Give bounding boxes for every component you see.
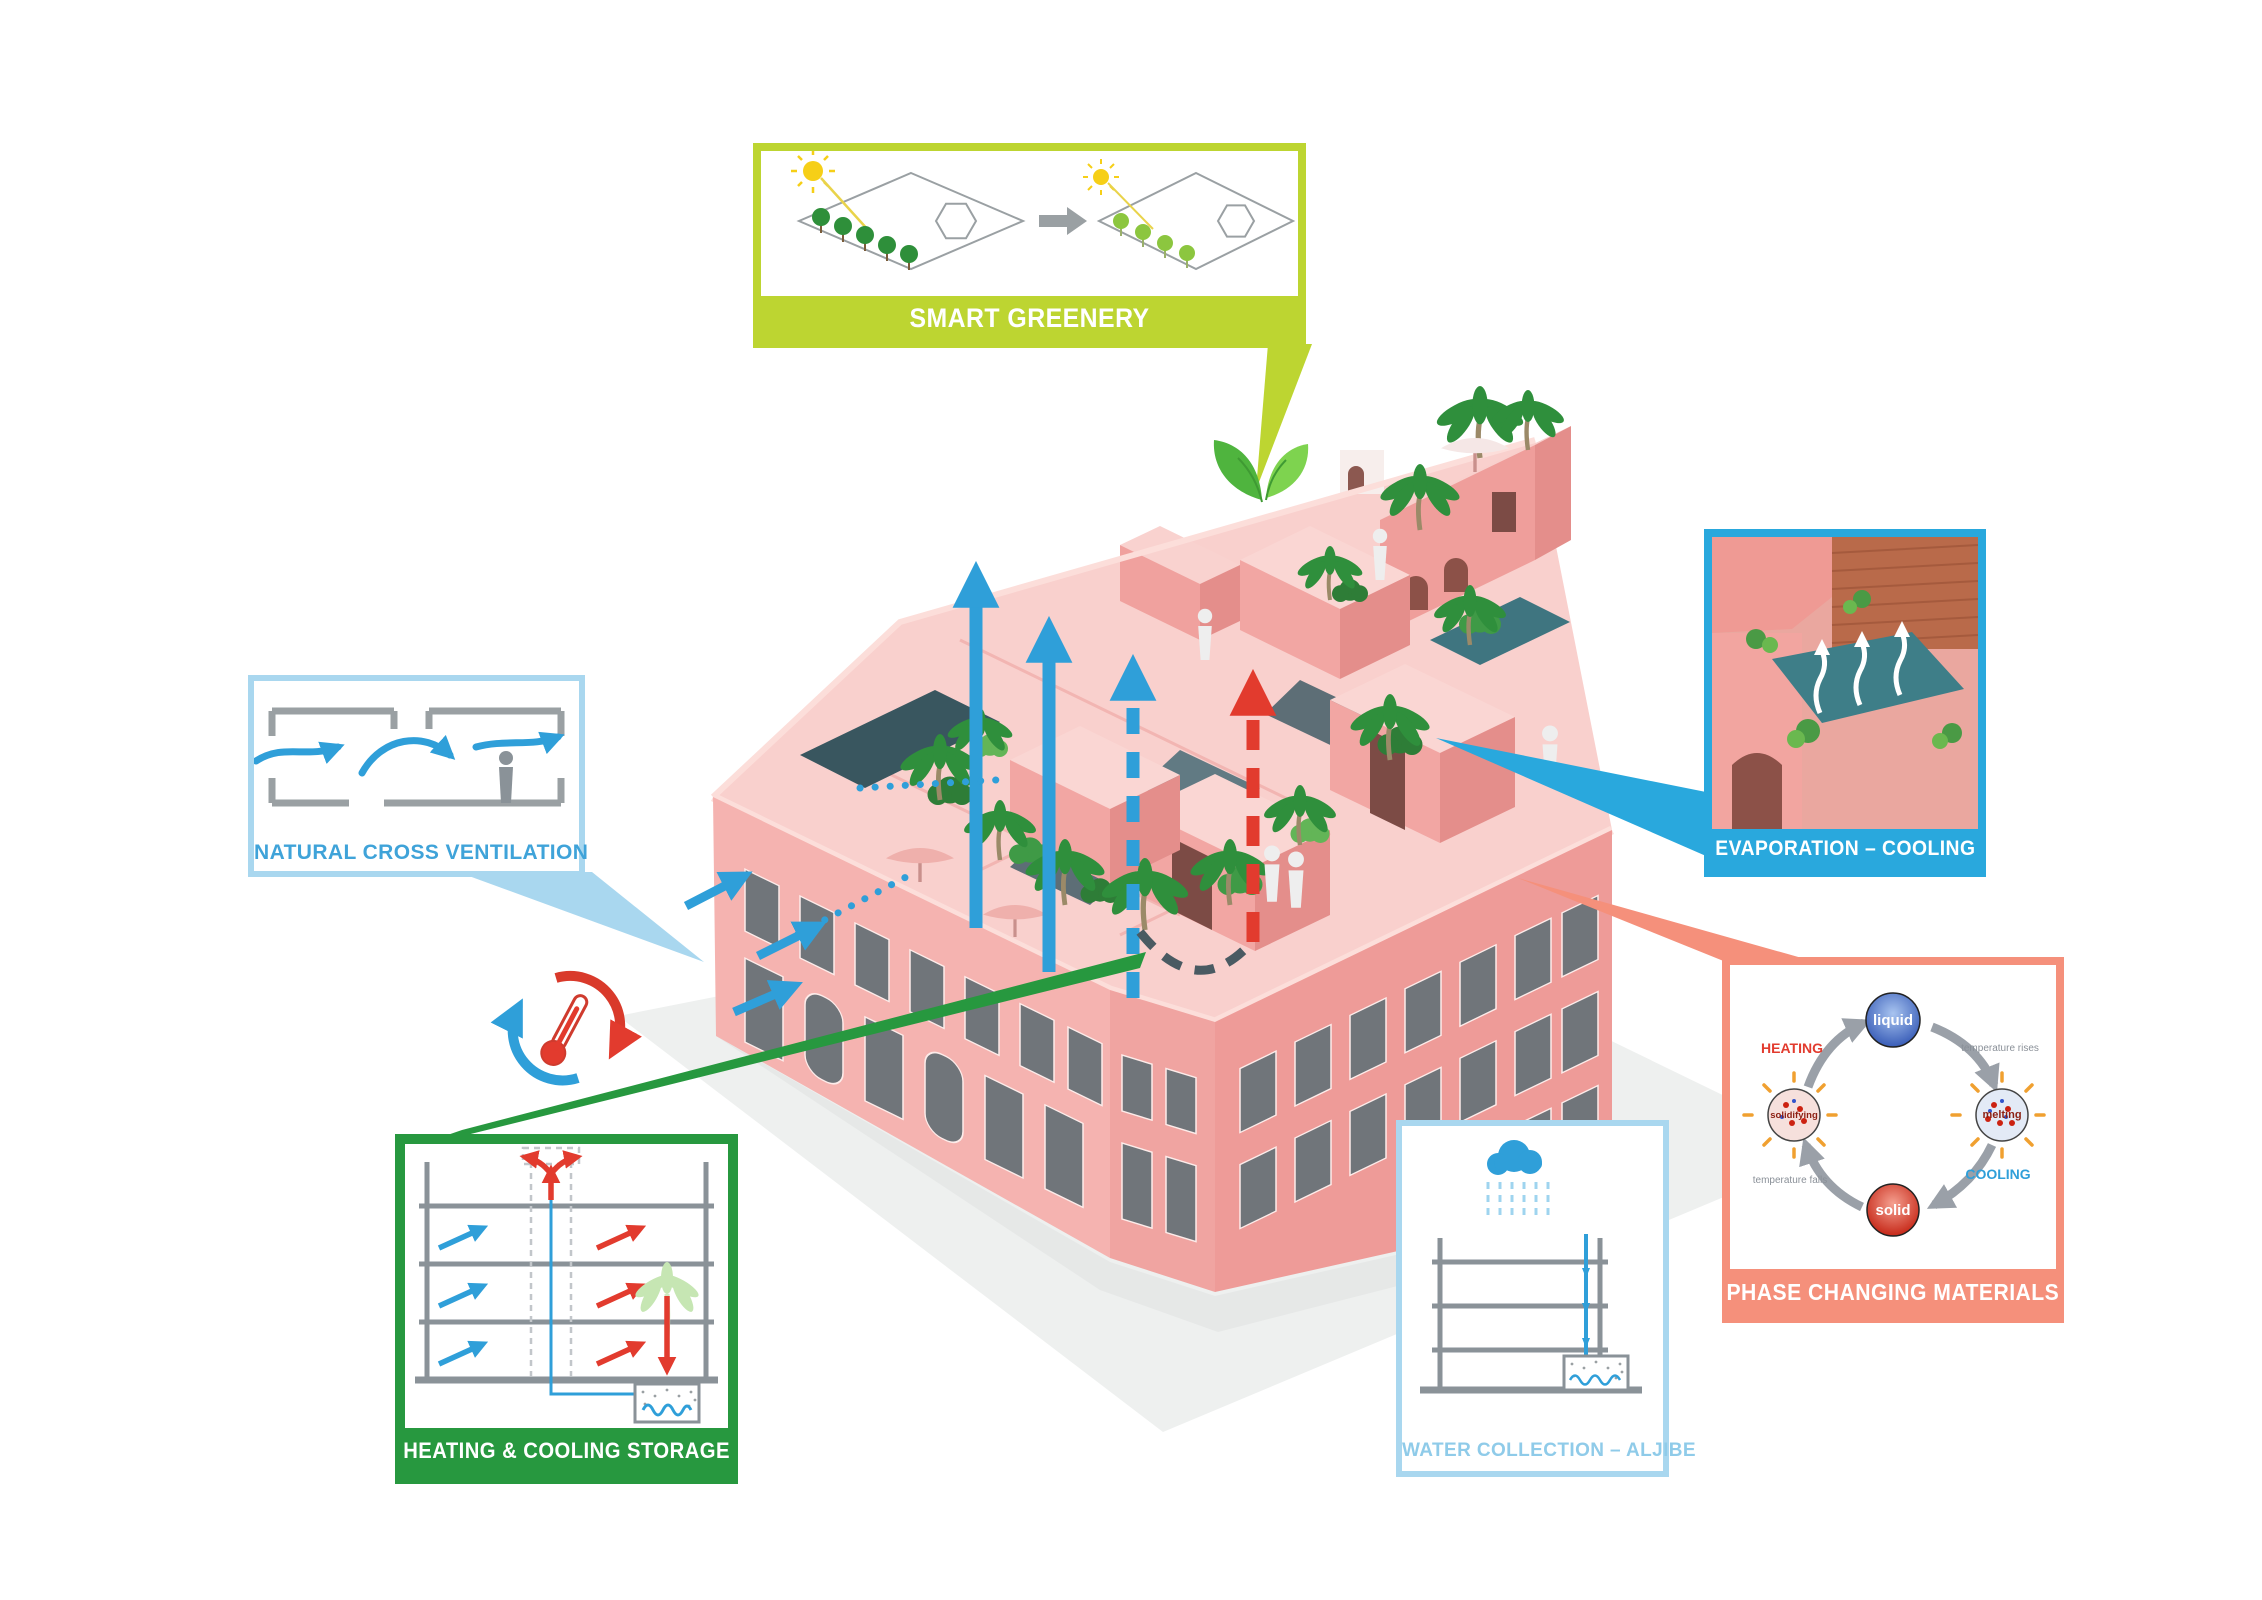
leaf-icon bbox=[1213, 440, 1309, 503]
solidifying-label: solidifying bbox=[1770, 1110, 1818, 1121]
smart-greenery-illustration bbox=[791, 151, 1296, 271]
callout-smart-greenery: SMART GREENERY bbox=[753, 143, 1306, 348]
entry-airflow-arrow bbox=[755, 921, 827, 961]
callout-water-collection: WATER COLLECTION – ALJIBE bbox=[1396, 1120, 1696, 1477]
ventilation-illustration bbox=[254, 707, 565, 807]
sun-ray-line bbox=[820, 177, 870, 232]
callout-label-bar: PHASE CHANGING MATERIALS bbox=[1727, 1269, 2059, 1315]
pink-wall-upper bbox=[1712, 537, 1832, 633]
airflow-arrows bbox=[683, 560, 1277, 1017]
evaporation-arrowheads bbox=[1814, 621, 1910, 655]
tree-row-light bbox=[1113, 213, 1195, 268]
pointer-evaporation bbox=[1436, 738, 1706, 856]
entry-airflow-arrow bbox=[732, 980, 803, 1017]
callout-label: SMART GREENERY bbox=[909, 302, 1150, 333]
sun-ray-line bbox=[1107, 182, 1154, 230]
downpipe bbox=[1582, 1234, 1590, 1362]
cool-air-arrows bbox=[437, 1224, 489, 1367]
dotted-airflow bbox=[794, 872, 912, 938]
callout-label: PHASE CHANGING MATERIALS bbox=[1726, 1278, 2060, 1305]
photo-plants bbox=[1746, 590, 1962, 749]
roof-tile-lines bbox=[1831, 544, 1978, 644]
transition-arrow-icon bbox=[1039, 207, 1087, 235]
sun-icon bbox=[791, 151, 835, 193]
rain-cloud-icon bbox=[1487, 1140, 1542, 1175]
storage-tank bbox=[633, 1382, 701, 1424]
callout-heating-cooling-storage: HEATING & COOLING STORAGE bbox=[395, 1134, 738, 1484]
solid-node bbox=[1866, 1183, 1920, 1237]
section-structure bbox=[415, 1162, 718, 1384]
liquid-node bbox=[1865, 992, 1921, 1048]
melting-node: melting bbox=[1950, 1071, 2046, 1159]
roof-rooms bbox=[1010, 426, 1571, 951]
pointer-phase-materials bbox=[1518, 878, 1816, 962]
heating-storage-illustration bbox=[415, 1146, 718, 1424]
callout-label: HEATING & COOLING STORAGE bbox=[403, 1438, 730, 1463]
callout-label-bar: HEATING & COOLING STORAGE bbox=[403, 1428, 730, 1474]
solidifying-node: solidifying bbox=[1742, 1071, 1838, 1159]
temperature-falls-label: temperature falls bbox=[1753, 1175, 1827, 1186]
cross-ventilation-arrows bbox=[254, 731, 565, 777]
evaporation-photo bbox=[1712, 537, 1978, 829]
cistern-tank bbox=[1562, 1354, 1630, 1392]
person-silhouette bbox=[499, 751, 513, 803]
callout-label: NATURAL CROSS VENTILATION bbox=[254, 841, 589, 864]
tree-row-dense bbox=[812, 208, 918, 270]
heating-label: HEATING bbox=[1761, 1040, 1823, 1056]
heat-loop-arc bbox=[1136, 929, 1254, 975]
site-diamonds bbox=[796, 171, 1296, 271]
rain-streaks bbox=[1486, 1182, 1550, 1218]
pointer-ventilation bbox=[458, 872, 704, 962]
callout-phase-changing-materials: liquid melting solid bbox=[1722, 957, 2064, 1323]
callout-label: EVAPORATION – COOLING bbox=[1714, 837, 1976, 860]
cooling-label: COOLING bbox=[1965, 1166, 2030, 1182]
arch-opening bbox=[1732, 753, 1782, 829]
melting-label: melting bbox=[1982, 1109, 2021, 1121]
water-collection-illustration bbox=[1420, 1140, 1642, 1394]
callout-label-bar: SMART GREENERY bbox=[761, 296, 1298, 340]
cool-return-line bbox=[549, 1180, 635, 1396]
callout-evaporation-cooling: EVAPORATION – COOLING bbox=[1704, 529, 1986, 877]
temperature-rises-label: temperature rises bbox=[1961, 1043, 2039, 1054]
entry-airflow-arrow bbox=[683, 871, 753, 910]
callout-label: WATER COLLECTION – ALJIBE bbox=[1402, 1440, 1696, 1461]
heat-exchange-icon bbox=[490, 971, 642, 1086]
solid-label: solid bbox=[1875, 1202, 1910, 1219]
liquid-label: liquid bbox=[1873, 1012, 1913, 1029]
cycle-arrows bbox=[1799, 1018, 2000, 1212]
warm-air-arrows bbox=[519, 1150, 647, 1367]
callout-label-bar: EVAPORATION – COOLING bbox=[1712, 829, 1978, 869]
room-section-walls bbox=[268, 707, 565, 807]
thermometer-icon bbox=[540, 994, 589, 1066]
pointer-smart-greenery bbox=[1256, 344, 1312, 490]
callout-pointers bbox=[398, 344, 1816, 1152]
callout-natural-cross-ventilation: NATURAL CROSS VENTILATION bbox=[248, 675, 589, 877]
phase-cycle-diagram: liquid melting solid bbox=[1742, 992, 2046, 1237]
corner-facade-windows bbox=[1121, 1054, 1197, 1243]
pointer-heating-storage bbox=[398, 952, 1146, 1152]
evaporation-arrows bbox=[1813, 632, 1908, 715]
